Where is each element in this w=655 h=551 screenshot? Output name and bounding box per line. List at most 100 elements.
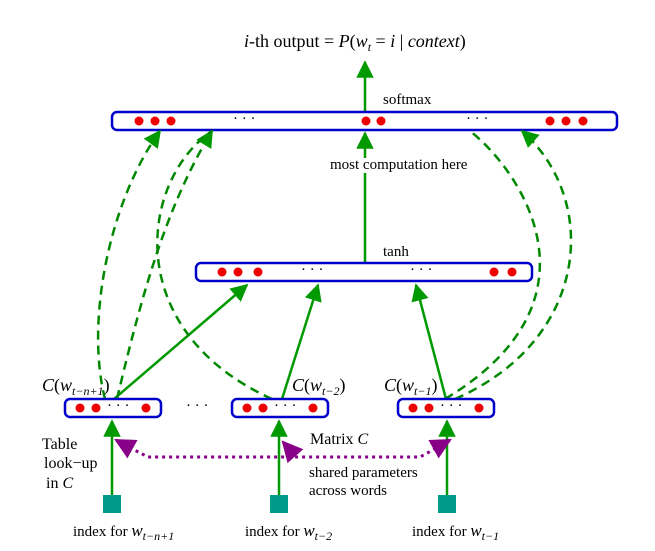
context-func: C bbox=[42, 375, 55, 395]
index-label-3: index for wt−1 bbox=[412, 522, 499, 542]
shared-left-arrowhead bbox=[114, 438, 138, 459]
context-dot bbox=[308, 403, 318, 413]
index-sub: t−2 bbox=[314, 529, 333, 543]
softmax-ellipsis-left: · · · bbox=[233, 111, 256, 127]
table-lookup-line1: Table bbox=[42, 436, 78, 453]
context-dot bbox=[258, 403, 268, 413]
context1-to-tanh-arrow bbox=[113, 283, 249, 400]
index-prefix: index for bbox=[412, 524, 471, 540]
softmax-dot bbox=[361, 116, 371, 126]
table-lookup-c: C bbox=[62, 475, 74, 492]
context-close: ) bbox=[339, 375, 346, 395]
output-sub: t bbox=[367, 40, 372, 54]
direct-connection-3 bbox=[454, 129, 573, 401]
softmax-dot bbox=[166, 116, 176, 126]
softmax-dot bbox=[150, 116, 160, 126]
context-box-3 bbox=[396, 397, 496, 419]
context-label-2: C(wt−2) bbox=[292, 376, 345, 397]
context-func: C bbox=[384, 375, 397, 395]
context-label-3: C(wt−1) bbox=[384, 376, 437, 397]
context-box-2 bbox=[230, 397, 330, 419]
context-sub: t−2 bbox=[322, 384, 340, 398]
tanh-dot bbox=[253, 267, 263, 277]
context-w: w bbox=[310, 375, 323, 395]
tanh-dot bbox=[233, 267, 243, 277]
shared-parameters-line2: across words bbox=[309, 483, 387, 499]
direct-connection-1-inner bbox=[115, 129, 214, 400]
context-func: C bbox=[292, 375, 305, 395]
context-dot bbox=[242, 403, 252, 413]
softmax-dot bbox=[561, 116, 571, 126]
context-dot bbox=[75, 403, 85, 413]
context-ellipsis-1: · · · bbox=[107, 398, 130, 414]
softmax-dot bbox=[578, 116, 588, 126]
table-lookup-line2: look−up bbox=[44, 455, 98, 472]
output-middle: -th output = bbox=[249, 31, 339, 51]
context-open: ( bbox=[304, 375, 311, 395]
context-ellipsis-3: · · · bbox=[440, 398, 463, 414]
context-dot bbox=[408, 403, 418, 413]
index-w: w bbox=[131, 521, 143, 540]
softmax-label: softmax bbox=[383, 92, 432, 108]
output-label: i-th output = P(wt = i | context) bbox=[244, 32, 466, 53]
tanh-dot bbox=[507, 267, 517, 277]
table-lookup-in: in bbox=[46, 475, 63, 492]
index-label-2: index for wt−2 bbox=[245, 522, 332, 542]
output-eq: = bbox=[371, 31, 391, 51]
tanh-dot bbox=[217, 267, 227, 277]
computation-label: most computation here bbox=[330, 157, 468, 173]
index-square-3 bbox=[438, 495, 456, 513]
context-w: w bbox=[402, 375, 415, 395]
direct-connection-3-inner bbox=[444, 130, 542, 401]
index-prefix: index for bbox=[73, 524, 132, 540]
output-i2: i bbox=[390, 31, 396, 51]
matrix-label: Matrix C bbox=[310, 432, 368, 448]
output-close: ) bbox=[459, 31, 466, 51]
matrix-text: Matrix bbox=[310, 431, 358, 448]
output-i: i bbox=[244, 31, 250, 51]
tanh-layer-box bbox=[194, 261, 534, 283]
context-sub: t−n+1 bbox=[72, 384, 104, 398]
index-w: w bbox=[470, 521, 482, 540]
index-label-1: index for wt−n+1 bbox=[73, 522, 174, 542]
context-box-1 bbox=[63, 397, 163, 419]
tanh-ellipsis-right: · · · bbox=[410, 262, 433, 278]
direct-connection-1-outer bbox=[96, 129, 162, 400]
index-sub: t−n+1 bbox=[142, 529, 175, 543]
context-dot bbox=[424, 403, 434, 413]
output-w: w bbox=[355, 31, 368, 51]
middle-ellipsis: · · · bbox=[186, 398, 209, 414]
context-w: w bbox=[60, 375, 73, 395]
context-dot bbox=[474, 403, 484, 413]
output-context: context bbox=[407, 31, 460, 51]
context-close: ) bbox=[103, 375, 110, 395]
context-close: ) bbox=[431, 375, 438, 395]
context-open: ( bbox=[396, 375, 403, 395]
context-dot bbox=[141, 403, 151, 413]
index-square-2 bbox=[270, 495, 288, 513]
index-w: w bbox=[303, 521, 315, 540]
softmax-ellipsis-right: · · · bbox=[466, 111, 489, 127]
direct-connection-2 bbox=[156, 129, 273, 401]
context-dot bbox=[91, 403, 101, 413]
context3-to-tanh-arrow bbox=[411, 283, 448, 400]
context-label-1: C(wt−n+1) bbox=[42, 376, 110, 397]
tanh-dot bbox=[489, 267, 499, 277]
context-sub: t−1 bbox=[414, 384, 432, 398]
tanh-ellipsis-left: · · · bbox=[301, 262, 324, 278]
shared-right-arrowhead bbox=[428, 438, 452, 459]
softmax-dot bbox=[134, 116, 144, 126]
matrix-symbol: C bbox=[357, 431, 369, 448]
output-bar: | bbox=[395, 31, 408, 51]
table-lookup-line3: in C bbox=[46, 476, 73, 492]
tanh-label: tanh bbox=[383, 244, 409, 260]
output-func: P bbox=[338, 31, 350, 51]
shared-middle-arrowhead bbox=[281, 440, 304, 464]
context-ellipsis-2: · · · bbox=[274, 398, 297, 414]
index-sub: t−1 bbox=[481, 529, 500, 543]
softmax-dot bbox=[376, 116, 386, 126]
index-square-1 bbox=[103, 495, 121, 513]
context-open: ( bbox=[54, 375, 61, 395]
